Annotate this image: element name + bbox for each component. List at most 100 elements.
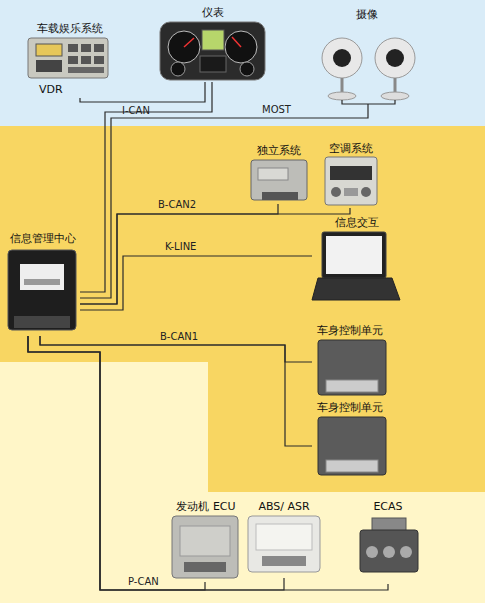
dashboard-body: [160, 22, 265, 80]
node-label: 车身控制单元: [312, 324, 388, 337]
device-node: 信息交互: [312, 214, 402, 302]
bus-wire: [80, 208, 350, 304]
radio-button: [68, 44, 78, 52]
device-node: 车身控制单元: [312, 322, 388, 398]
ecu-body: [172, 516, 238, 578]
node-label: VDR: [39, 83, 65, 96]
bus-wire: [28, 336, 388, 590]
device-node: ECAS: [350, 498, 426, 584]
bus-wire: [80, 256, 312, 310]
node-label: 独立系统: [248, 144, 310, 157]
node-label: 发动机 ECU: [168, 500, 244, 513]
device-node: 摄像: [312, 8, 422, 110]
gauge-needle: [232, 37, 241, 47]
camera-head: [375, 38, 415, 78]
device-node: 仪表: [158, 6, 268, 82]
controller-barcode: [24, 279, 60, 285]
radio-button: [94, 56, 104, 64]
bus-wire: [80, 110, 368, 298]
abs-body: [248, 516, 320, 572]
yellow-band: [208, 362, 485, 492]
radio-panel: [36, 60, 62, 72]
radio-button: [81, 56, 91, 64]
camera-lens: [333, 49, 351, 67]
node-label: 车载娱乐系统: [25, 22, 115, 35]
bus-label: P-CAN: [128, 576, 159, 588]
bus-label: I-CAN: [122, 105, 150, 117]
bus-wire: [40, 336, 312, 446]
node-label: 摄像: [312, 8, 422, 21]
camera-base: [328, 92, 356, 100]
bus-wire: [80, 82, 212, 292]
device-node: 独立系统: [248, 142, 310, 204]
camera-lens: [386, 49, 404, 67]
radio-button: [68, 67, 104, 73]
controller-connector: [14, 316, 70, 328]
device-node: 发动机 ECU: [168, 498, 244, 582]
unit-connector: [326, 460, 378, 472]
node-label: 空调系统: [322, 142, 380, 155]
ecu-connector: [184, 562, 226, 572]
gauge: [168, 31, 200, 63]
radio-button: [94, 44, 104, 52]
yellow-band: [0, 126, 485, 362]
abs-lid: [256, 524, 312, 550]
valve-port: [400, 546, 412, 558]
bus-wire: [28, 336, 284, 590]
radio-button: [81, 44, 91, 52]
valve-port: [383, 546, 395, 558]
module-body: [251, 160, 307, 200]
unit-body: [318, 340, 386, 395]
bus-label: B-CAN2: [158, 199, 196, 211]
unit-connector: [326, 380, 378, 392]
ac-body: [325, 157, 377, 205]
module-label: [258, 168, 288, 180]
dash-display: [202, 30, 224, 50]
bus-wire: [28, 336, 205, 590]
unit-body: [318, 417, 386, 475]
gauge: [225, 31, 257, 63]
device-node: 空调系统: [322, 140, 380, 208]
node-label: 信息交互: [312, 216, 402, 229]
camera-stand: [341, 78, 344, 93]
node-label: 信息管理中心: [5, 232, 80, 245]
valve-body: [360, 530, 418, 572]
bus-label: MOST: [262, 104, 291, 116]
device-node: 车身控制单元: [312, 400, 388, 478]
radio-display: [36, 44, 62, 56]
dash-panel: [200, 56, 226, 72]
gauge: [171, 62, 185, 76]
gauge: [240, 62, 254, 76]
radio-body: [28, 38, 108, 78]
camera-base: [381, 92, 409, 100]
bus-wire: [80, 82, 205, 102]
abs-connector: [262, 556, 306, 566]
controller-body: [8, 250, 76, 330]
camera-wire: [367, 104, 368, 110]
valve-port: [366, 546, 378, 558]
module-connector: [262, 192, 298, 200]
camera-wire: [342, 100, 395, 104]
node-label: 车身控制单元: [312, 401, 388, 414]
ac-knob: [361, 187, 371, 197]
node-label: ECAS: [350, 500, 426, 513]
bus-label: K-LINE: [165, 241, 196, 253]
laptop-display: [326, 236, 382, 274]
bus-label: B-CAN1: [160, 331, 198, 343]
ac-panel: [330, 166, 372, 180]
blue-band: [0, 0, 485, 126]
gauge-needle: [184, 38, 194, 47]
device-node: ABS/ ASR: [244, 498, 324, 578]
camera-stand: [394, 78, 397, 93]
radio-button: [68, 56, 78, 64]
camera-head: [322, 38, 362, 78]
node-label: ABS/ ASR: [244, 500, 324, 513]
laptop-keyboard: [312, 278, 400, 300]
device-node: 信息管理中心: [5, 228, 80, 336]
ac-knob: [331, 187, 341, 197]
